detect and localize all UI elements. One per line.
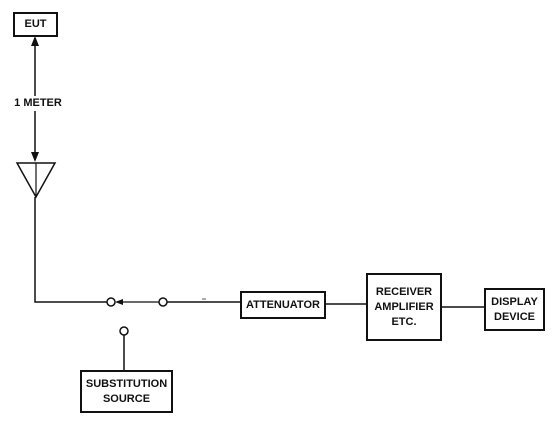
receiver-label-line2: AMPLIFIER xyxy=(374,300,434,313)
attenuator-label: ATTENUATOR xyxy=(246,298,320,311)
switch-contact-left xyxy=(106,297,116,307)
substitution-contact xyxy=(119,326,129,336)
display-label-line2: DEVICE xyxy=(494,310,535,323)
distance-label: 1 METER xyxy=(8,96,68,111)
arrow-up-icon xyxy=(31,36,39,46)
substitution-label-line2: SOURCE xyxy=(102,392,151,405)
arrow-down-icon xyxy=(31,152,39,162)
attenuator-box: ATTENUATOR xyxy=(240,291,326,319)
eut-box: EUT xyxy=(13,12,58,37)
substitution-source-box: SUBSTITUTION SOURCE xyxy=(80,370,173,413)
receiver-box: RECEIVER AMPLIFIER ETC. xyxy=(366,273,442,341)
receiver-label-line3: ETC. xyxy=(391,315,417,328)
display-label-line1: DISPLAY xyxy=(491,295,538,308)
switch-arrow-icon xyxy=(115,299,123,305)
switch-contact-right xyxy=(158,297,168,307)
receiver-label-line1: RECEIVER xyxy=(375,285,433,298)
antenna-cable xyxy=(34,197,107,303)
eut-label: EUT xyxy=(24,18,47,30)
substitution-label-line1: SUBSTITUTION xyxy=(85,377,168,390)
display-box: DISPLAY DEVICE xyxy=(484,288,545,331)
